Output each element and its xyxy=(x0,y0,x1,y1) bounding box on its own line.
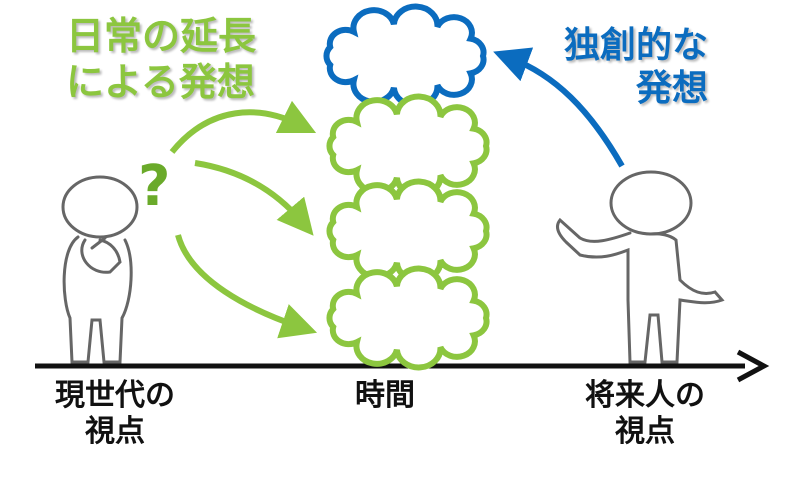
time-label: 時間 xyxy=(355,378,415,413)
present-label-line1: 現世代の xyxy=(55,378,175,413)
axis-arrowhead-icon xyxy=(736,349,770,383)
time-axis xyxy=(35,349,770,383)
original-idea-label: 独創的な 発想 xyxy=(520,24,708,110)
future-label-line1: 将来人の xyxy=(585,378,705,413)
present-label-line2: 視点 xyxy=(85,414,145,449)
everyday-extension-label: 日常の延長 による発想 xyxy=(66,14,256,105)
original-label-line1: 独創的な xyxy=(563,25,708,66)
arrow-to-cloud-1 xyxy=(169,100,317,154)
arrow-to-cloud-2 xyxy=(194,160,314,236)
future-people-label: 将来人の 視点 xyxy=(570,378,720,450)
question-mark-icon: ? xyxy=(138,154,170,219)
arrow-to-cloud-3 xyxy=(175,234,318,339)
arrow-to-original-cloud xyxy=(493,47,625,168)
future-label-line2: 視点 xyxy=(615,414,675,449)
present-generation-label: 現世代の 視点 xyxy=(40,378,190,450)
present-generation-figure xyxy=(61,175,139,364)
everyday-idea-cloud-2 xyxy=(326,178,490,284)
everyday-idea-cloud-3 xyxy=(326,265,490,371)
original-label-line2: 発想 xyxy=(635,68,708,110)
original-idea-cloud xyxy=(323,3,487,109)
everyday-idea-cloud-1 xyxy=(326,93,490,199)
everyday-label-line1: 日常の延長 xyxy=(66,14,257,58)
everyday-label-line2: による発想 xyxy=(66,59,255,104)
future-people-figure xyxy=(556,170,725,364)
